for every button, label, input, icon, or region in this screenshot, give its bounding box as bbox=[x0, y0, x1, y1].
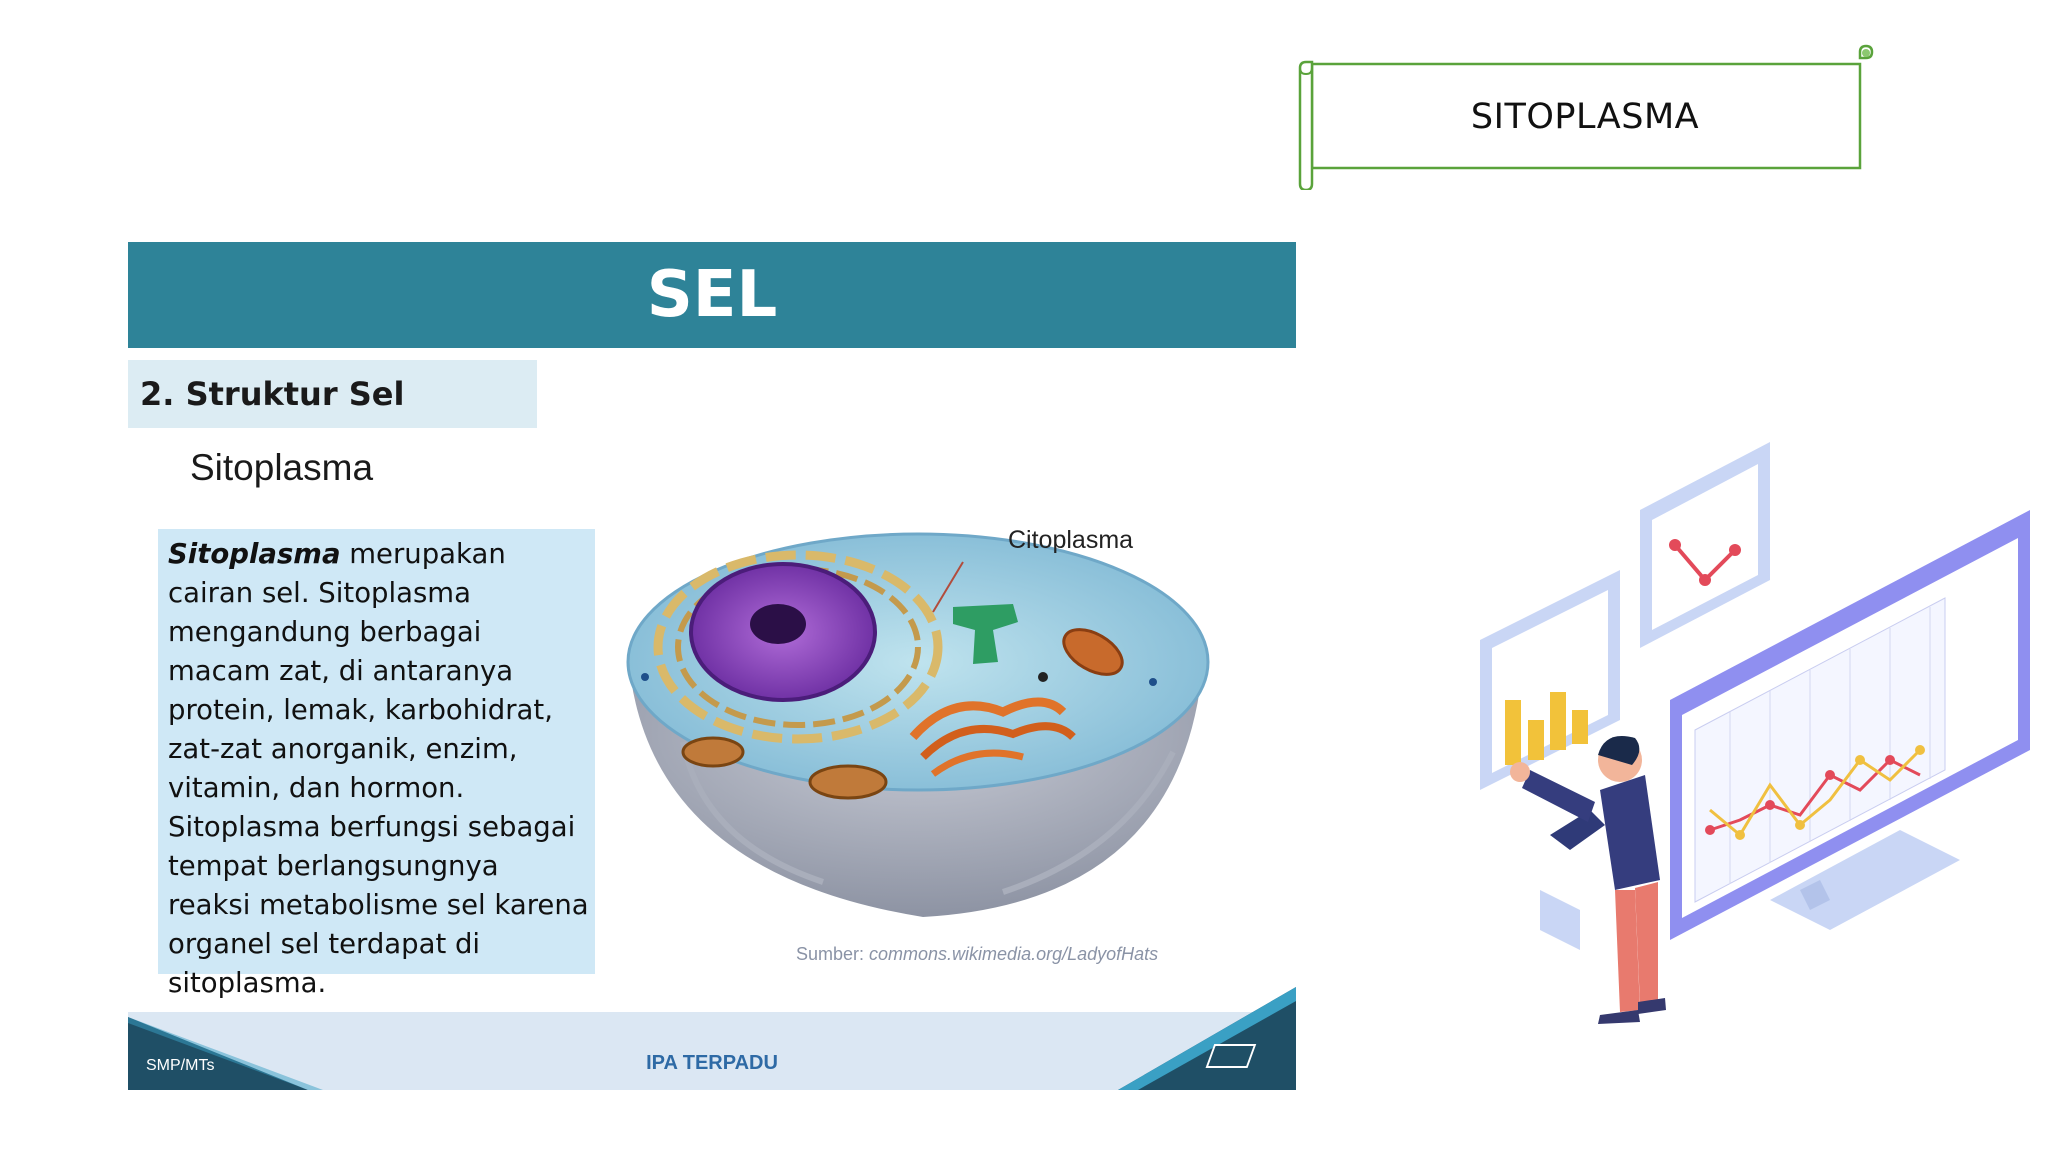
banner-label: SITOPLASMA bbox=[1470, 97, 1700, 137]
slide-footer bbox=[128, 987, 1296, 1090]
slide-subtitle: Sitoplasma bbox=[190, 447, 374, 488]
source-link: commons.wikimedia.org/LadyofHats bbox=[869, 944, 1159, 964]
description-box: Sitoplasma merupakan cairan sel. Sitopla… bbox=[158, 529, 595, 999]
description-text: merupakan cairan sel. Sitoplasma mengand… bbox=[168, 538, 589, 999]
slide-title: SEL bbox=[646, 258, 778, 332]
source-prefix: Sumber: bbox=[796, 944, 870, 964]
footer-subject: IPA TERPADU bbox=[646, 1052, 778, 1074]
slide-header: SEL bbox=[128, 242, 1296, 348]
image-source: Sumber: commons.wikimedia.org/LadyofHats bbox=[796, 944, 1158, 965]
title-scroll-banner: SITOPLASMA bbox=[1294, 44, 1876, 190]
analytics-illustration bbox=[1480, 442, 2030, 1024]
animal-cell-illustration bbox=[626, 532, 1210, 917]
cytoplasm-label: Citoplasma bbox=[1008, 526, 1134, 554]
section-heading-box: 2. Struktur Sel bbox=[128, 360, 537, 428]
description-paragraph: Sitoplasma merupakan cairan sel. Sitopla… bbox=[168, 535, 589, 1003]
lesson-slide: SEL 2. Struktur Sel Sitoplasma Sitoplasm… bbox=[128, 242, 1296, 1090]
scroll-shape bbox=[1298, 44, 1874, 190]
section-title: 2. Struktur Sel bbox=[140, 375, 405, 413]
footer-level: SMP/MTs bbox=[146, 1057, 215, 1074]
term-highlight: Sitoplasma bbox=[168, 538, 341, 570]
